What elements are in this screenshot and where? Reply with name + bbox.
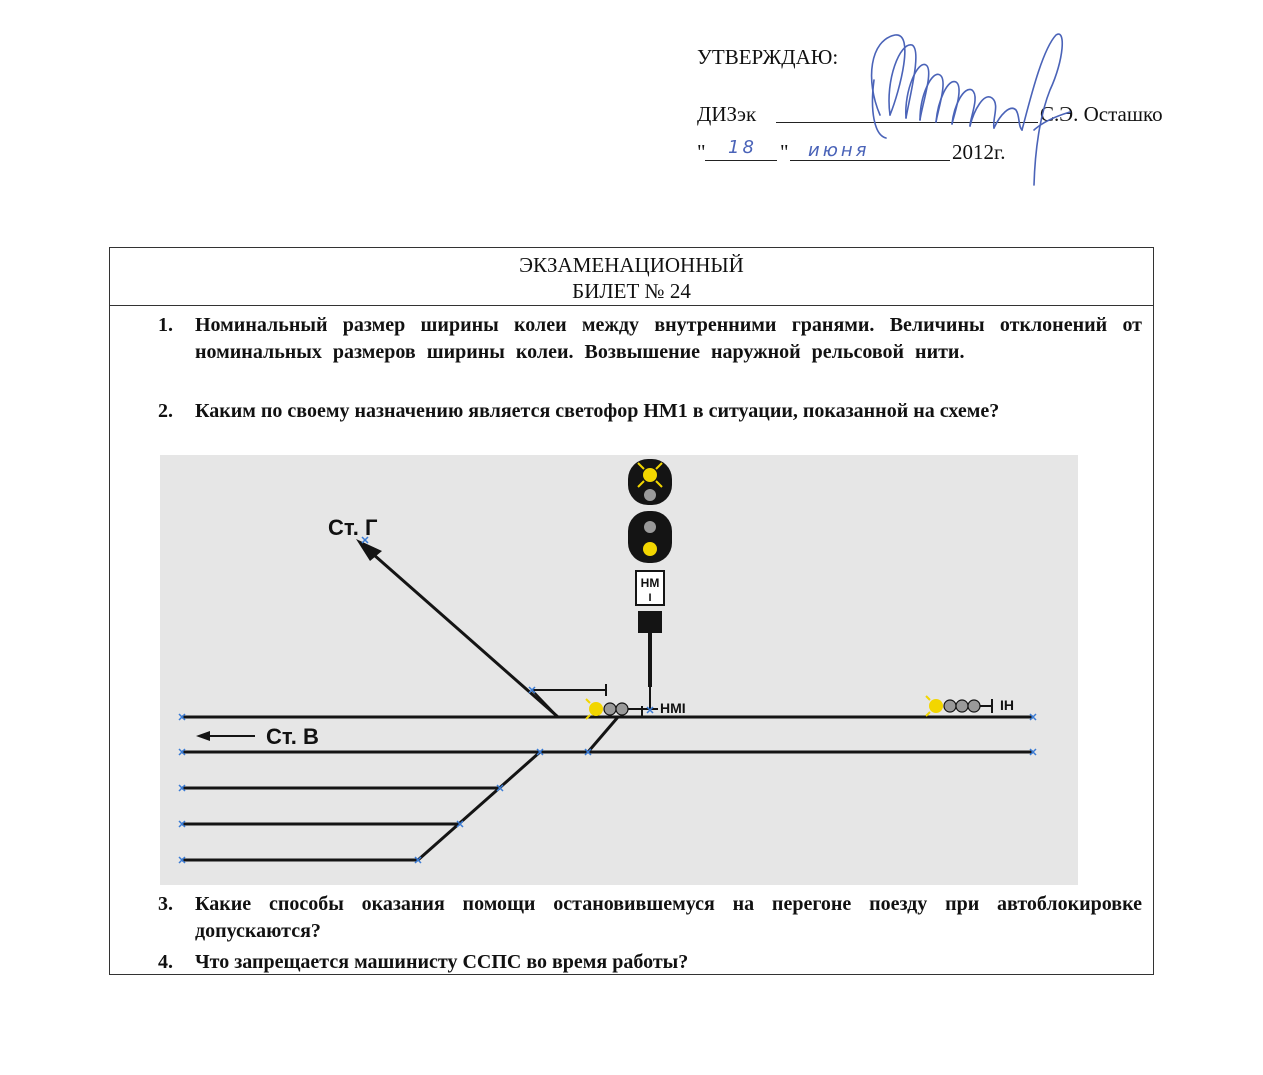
lamp-off [644,521,656,533]
date-day: 18 [728,137,757,158]
lamp-off [603,702,617,716]
rail-joint-marks [178,536,1037,864]
lamp-off [615,702,629,716]
question-4: 4. Что запрещается машинисту ССПС во вре… [158,949,1142,976]
branch-track-g [364,545,559,719]
date-year: 2012г. [952,140,1006,164]
exam-ticket: ЭКЗАМЕНАЦИОННЫЙ БИЛЕТ № 24 1. Номинальны… [109,247,1154,975]
question-text: Что запрещается машинисту ССПС во время … [195,951,689,973]
question-text: Каким по своему назначению является свет… [195,400,1000,422]
date-quote-close: " [780,140,789,164]
question-number: 1. [158,314,173,336]
signal-plate-sub: I [648,592,651,604]
month-line [790,142,950,161]
question-number: 2. [158,400,173,422]
arrow-st-v-head [196,731,210,741]
lamp-off [955,699,969,713]
scheme-drawing: Ст. Г Ст. В НМ I [178,459,1037,864]
day-line [705,142,777,161]
station-v-label: Ст. В [266,724,319,749]
ticket-number: БИЛЕТ № 24 [572,279,691,303]
signal-nm1-dwarf [585,698,643,720]
signal-nm1-mast: НМ I [628,459,672,710]
crossover [586,716,620,753]
switch-ladder [417,750,541,862]
flash-rays [637,462,663,488]
question-text: Номинальный размер ширины колеи между вн… [195,314,1142,363]
question-number: 3. [158,893,173,915]
position-label: ДИЗэк [697,102,757,126]
lamp-off [943,699,957,713]
approval-block: УТВЕРЖДАЮ: ДИЗэк С.Э. Осташко " 18 " июн… [0,0,1263,200]
approve-label: УТВЕРЖДАЮ: [697,45,839,69]
ticket-header: ЭКЗАМЕНАЦИОННЫЙ БИЛЕТ № 24 [110,248,1153,306]
signal-box [638,611,662,633]
signal-plate [635,570,665,606]
question-1: 1. Номинальный размер ширины колеи между… [158,312,1142,366]
question-number: 4. [158,951,173,973]
lamp-off [644,489,656,501]
lamp-yellow-flash [643,468,657,482]
question-3: 3. Какие способы оказания помощи останов… [158,891,1142,945]
lamp-yellow [643,542,657,556]
approver-name: С.Э. Осташко [1040,102,1163,126]
arrow-st-g-head [356,539,382,561]
lamp-yellow-flash [589,702,603,716]
signal-nm1-label: НМI [660,700,686,716]
ticket-title: ЭКЗАМЕНАЦИОННЫЙ [519,253,744,277]
signal-1n-dwarf [925,695,993,717]
signature-line [776,104,1038,123]
lamp-yellow-flash [929,699,943,713]
signal-1n-label: IН [1000,697,1014,713]
signal-plate-text: НМ [641,576,660,590]
date-month: июня [808,140,870,161]
track-scheme: Ст. Г Ст. В НМ I [160,455,1078,885]
question-text: Какие способы оказания помощи остановивш… [195,893,1142,942]
question-2: 2. Каким по своему назначению является с… [158,398,1142,425]
dead-end-link [531,689,559,718]
station-g-label: Ст. Г [328,515,378,540]
handwritten-signature [870,33,1071,186]
lamp-off [967,699,981,713]
date-quote-open: " [697,140,706,164]
